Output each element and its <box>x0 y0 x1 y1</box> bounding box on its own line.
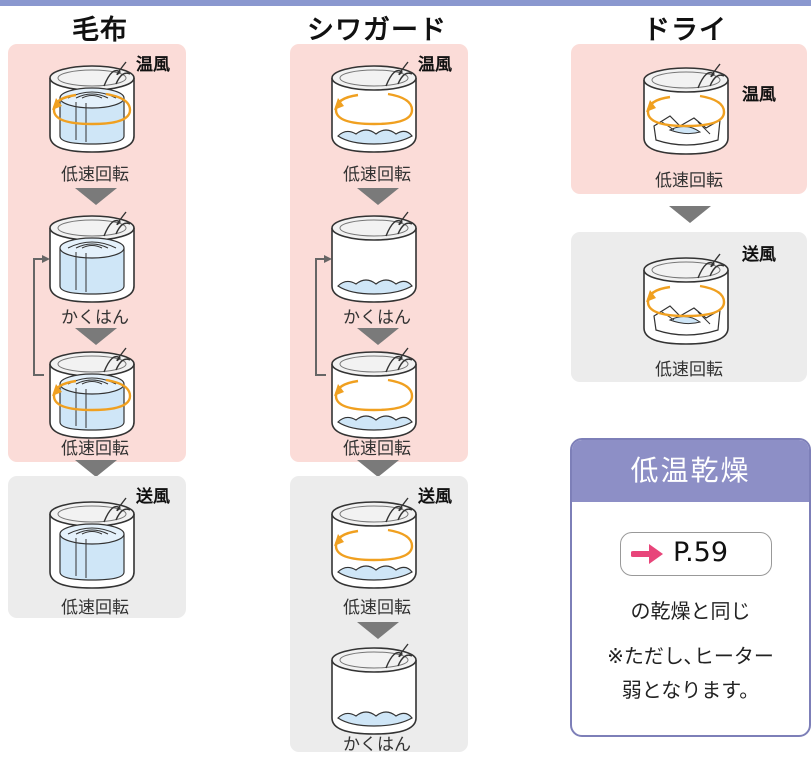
blanket-warm-air-tag: 温風 <box>136 55 170 75</box>
wrinkle-guard-column-title: シワガード <box>307 15 447 46</box>
wrinkle-guard-warm-air-tag: 温風 <box>418 55 452 75</box>
low-temp-drying-heading: 低温乾燥 <box>572 440 809 502</box>
dry-drum-icon-2 <box>643 253 729 345</box>
blanket-drum-icon-3 <box>49 347 135 439</box>
blanket-drum-icon-4 <box>49 497 135 589</box>
wrinkle-guard-repeat-loop-icon <box>315 255 333 376</box>
dry-step-arrow-1 <box>669 206 711 223</box>
blanket-step-4: 低速回転 <box>61 598 129 618</box>
wrinkle-guard-air-tag: 送風 <box>418 487 452 507</box>
page-reference-label: P.59 <box>673 537 729 568</box>
wrinkle-guard-drum-icon-5 <box>331 643 417 735</box>
page-reference-link[interactable]: P.59 <box>620 532 772 576</box>
blanket-step-arrow-1 <box>75 188 117 205</box>
wrinkle-guard-drum-icon-4 <box>331 497 417 589</box>
wrinkle-guard-drum-icon-2 <box>331 211 417 303</box>
wrinkle-guard-step-arrow-1 <box>357 188 399 205</box>
wrinkle-guard-step-2: かくはん <box>343 308 411 328</box>
wrinkle-guard-step-4: 低速回転 <box>343 598 411 618</box>
wrinkle-guard-step-arrow-4 <box>357 622 399 639</box>
blanket-step-3: 低速回転 <box>61 439 129 459</box>
dry-column-title: ドライ <box>643 15 727 46</box>
low-temp-note-line-3: 弱となります。 <box>621 678 760 702</box>
blanket-step-arrow-2 <box>75 328 117 345</box>
wrinkle-guard-step-1: 低速回転 <box>343 165 411 185</box>
right-arrow-icon <box>631 544 663 564</box>
wrinkle-guard-step-arrow-2 <box>357 328 399 345</box>
blanket-step-arrow-3 <box>75 460 117 477</box>
blanket-step-2: かくはん <box>61 308 129 328</box>
wrinkle-guard-drum-icon-3 <box>331 347 417 439</box>
wrinkle-guard-step-3: 低速回転 <box>343 439 411 459</box>
blanket-step-1: 低速回転 <box>61 165 129 185</box>
dry-step-1: 低速回転 <box>655 171 723 191</box>
wrinkle-guard-drum-icon-1 <box>331 61 417 153</box>
wrinkle-guard-step-arrow-3 <box>357 460 399 477</box>
blanket-repeat-loop-icon <box>33 255 51 376</box>
low-temp-drying-box: 低温乾燥 P.59 の乾燥と同じ ※ただし､ヒーター 弱となります。 <box>570 438 811 737</box>
blanket-air-tag: 送風 <box>136 487 170 507</box>
low-temp-note-line-1: の乾燥と同じ <box>630 599 751 623</box>
dry-drum-icon-1 <box>643 63 729 155</box>
dry-warm-air-tag: 温風 <box>742 85 776 105</box>
low-temp-note-line-2: ※ただし､ヒーター <box>607 644 774 668</box>
dry-air-tag: 送風 <box>742 245 776 265</box>
blanket-column-title: 毛布 <box>72 15 128 46</box>
blanket-drum-icon-1 <box>49 61 135 153</box>
wrinkle-guard-step-5: かくはん <box>343 735 411 755</box>
dry-step-2: 低速回転 <box>655 360 723 380</box>
top-accent-bar <box>0 0 811 6</box>
blanket-drum-icon-2 <box>49 211 135 303</box>
